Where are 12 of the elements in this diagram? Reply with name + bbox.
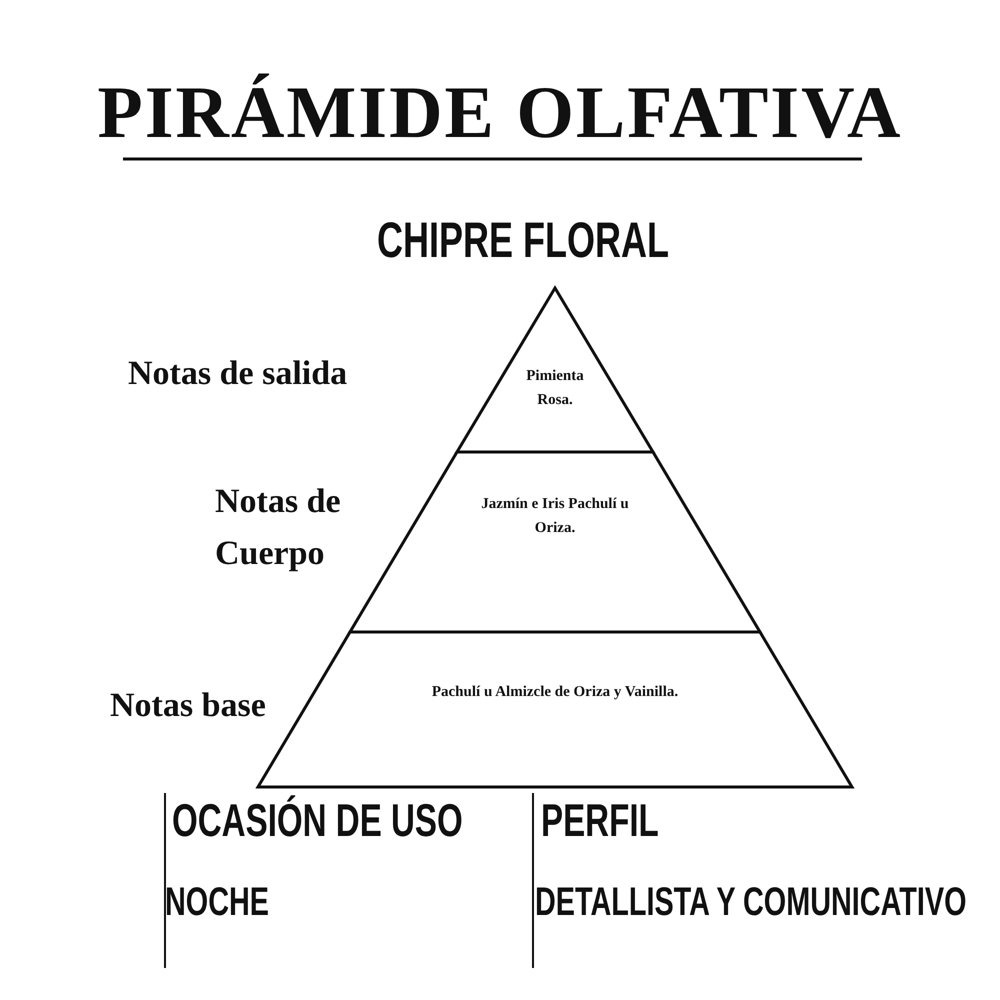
side-label: Notas de salida — [128, 354, 348, 394]
layer-text: Pimienta Rosa. — [525, 367, 585, 410]
subtitle: CHIPRE FLORAL — [377, 211, 669, 270]
section-heading: OCASIÓN DE USO — [172, 793, 463, 848]
layer-text: Jazmín e Iris Pachulí u Oriza. — [480, 495, 630, 538]
section-text: DETALLISTA Y COMUNICATIVO — [535, 879, 966, 926]
layer-text: Pachulí u Almizcle de Oriza y Vainilla. — [430, 683, 680, 702]
side-label: Notas base — [110, 686, 267, 726]
section-text: NOCHE — [165, 879, 269, 926]
title: PIRÁMIDE OLFATIVA — [96, 71, 904, 156]
side-label: Notas de Cuerpo — [215, 482, 342, 574]
section-heading: PERFIL — [541, 793, 659, 848]
